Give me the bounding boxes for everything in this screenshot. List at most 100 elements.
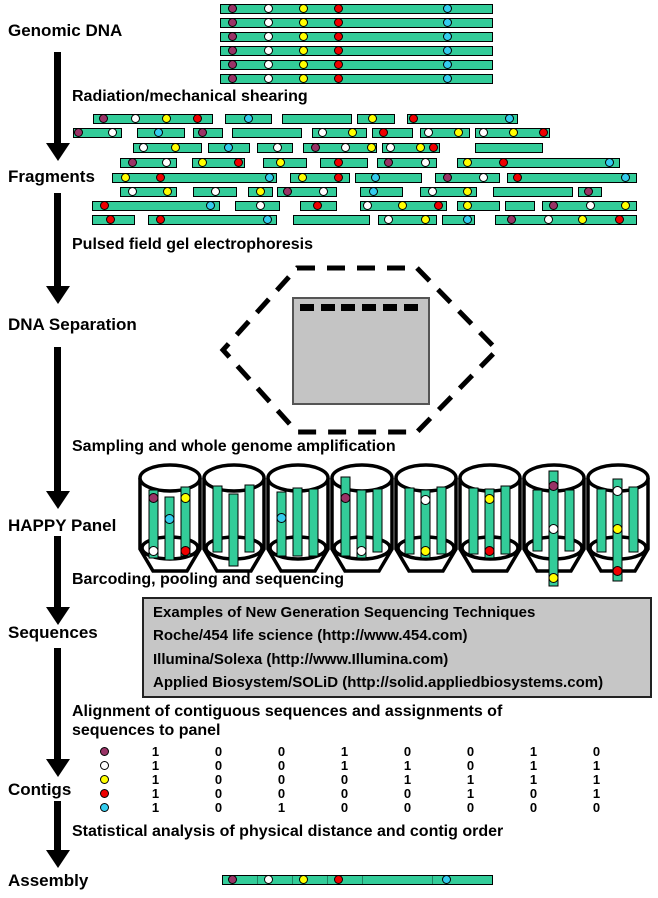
matrix-marker-cell: [84, 788, 124, 798]
maroon-marker-dot: [148, 493, 159, 503]
red-marker-dot: [333, 875, 343, 884]
maroon-marker-dot: [227, 32, 237, 41]
cyan-marker-dot: [243, 114, 253, 123]
matrix-value: 0: [529, 799, 538, 815]
contig-seam: [327, 875, 328, 885]
red-marker-dot: [192, 114, 202, 123]
white-marker-dot: [420, 158, 430, 167]
red-marker-dot: [333, 173, 343, 182]
matrix-value: 0: [277, 771, 286, 787]
matrix-value: 1: [151, 757, 160, 773]
fragment-bar: [277, 187, 337, 197]
cyan-marker-dot: [442, 46, 452, 55]
cyan-marker-dot: [164, 514, 175, 524]
matrix-value: 1: [340, 757, 349, 773]
tube-dna-bar: [436, 486, 447, 555]
red-marker-dot: [428, 143, 438, 152]
yellow-marker-dot: [462, 201, 472, 210]
cyan-marker-dot: [442, 60, 452, 69]
cyan-marker-dot: [99, 802, 109, 812]
fragment-bar: [282, 114, 352, 124]
yellow-marker-dot: [453, 128, 463, 137]
matrix-value: 0: [214, 771, 223, 787]
white-marker-dot: [423, 128, 433, 137]
red-marker-dot: [498, 158, 508, 167]
matrix-value: 1: [151, 743, 160, 759]
matrix-marker-cell: [84, 760, 124, 770]
process-label-statistical: Statistical analysis of physical distanc…: [72, 823, 504, 840]
white-marker-dot: [385, 143, 395, 152]
maroon-marker-dot: [282, 187, 292, 196]
matrix-value: 0: [214, 799, 223, 815]
maroon-marker-dot: [548, 201, 558, 210]
cyan-marker-dot: [620, 173, 630, 182]
red-marker-dot: [614, 215, 624, 224]
maroon-marker-dot: [127, 158, 137, 167]
gel-well-band: [300, 304, 314, 311]
workflow-arrow-line-2: [54, 193, 61, 287]
fragment-bar: [475, 143, 543, 153]
yellow-marker-dot: [298, 32, 308, 41]
white-marker-dot: [612, 486, 623, 496]
matrix-value: 1: [466, 785, 475, 801]
white-marker-dot: [263, 46, 273, 55]
fragment-bar: [193, 128, 223, 138]
red-marker-dot: [433, 201, 443, 210]
matrix-value: 1: [151, 799, 160, 815]
red-marker-dot: [612, 566, 623, 576]
gel-box: [292, 297, 430, 405]
yellow-marker-dot: [508, 128, 518, 137]
yellow-marker-dot: [180, 493, 191, 503]
matrix-value: 0: [340, 771, 349, 787]
red-marker-dot: [333, 74, 343, 83]
white-marker-dot: [318, 187, 328, 196]
tube-rim: [458, 463, 522, 493]
red-marker-dot: [333, 4, 343, 13]
yellow-marker-dot: [255, 187, 265, 196]
fragment-bar: [293, 215, 370, 225]
cyan-marker-dot: [462, 215, 472, 224]
fragment-bar: [442, 215, 475, 225]
workflow-arrow-head-3: [45, 491, 70, 509]
red-marker-dot: [538, 128, 548, 137]
red-marker-dot: [99, 201, 109, 210]
fragment-bar: [435, 173, 500, 183]
matrix-value: 0: [340, 799, 349, 815]
white-marker-dot: [107, 128, 117, 137]
process-label-sampling: Sampling and whole genome amplification: [72, 438, 396, 455]
matrix-value: 1: [340, 743, 349, 759]
maroon-marker-dot: [227, 60, 237, 69]
red-marker-dot: [333, 32, 343, 41]
genomic-dna-bar: [220, 18, 493, 28]
sequencing-box-item: Illumina/Solexa (http://www.Illumina.com…: [153, 650, 449, 668]
white-marker-dot: [420, 495, 431, 505]
yellow-marker-dot: [120, 173, 130, 182]
maroon-marker-dot: [73, 128, 83, 137]
matrix-value: 1: [529, 743, 538, 759]
fragment-bar: [495, 215, 637, 225]
fragment-bar: [120, 187, 177, 197]
genomic-dna-bar: [220, 74, 493, 84]
matrix-value: 1: [529, 771, 538, 787]
tube-dna-bar: [484, 488, 495, 559]
yellow-marker-dot: [548, 573, 559, 583]
tube-dna-bar: [228, 493, 239, 567]
matrix-value: 1: [592, 757, 601, 773]
fragment-bar: [120, 158, 177, 168]
fragment-bar: [263, 158, 307, 168]
genomic-dna-bar: [220, 60, 493, 70]
red-marker-dot: [378, 128, 388, 137]
tube-dna-bar: [564, 489, 575, 552]
matrix-marker-cell: [84, 746, 124, 756]
cyan-marker-dot: [442, 74, 452, 83]
gel-well-band: [403, 304, 418, 311]
workflow-arrow-head-2: [45, 286, 70, 304]
red-marker-dot: [484, 546, 495, 556]
yellow-marker-dot: [612, 524, 623, 534]
stage-label-fragments: Fragments: [8, 167, 95, 186]
white-marker-dot: [263, 32, 273, 41]
fragment-bar: [493, 187, 573, 197]
